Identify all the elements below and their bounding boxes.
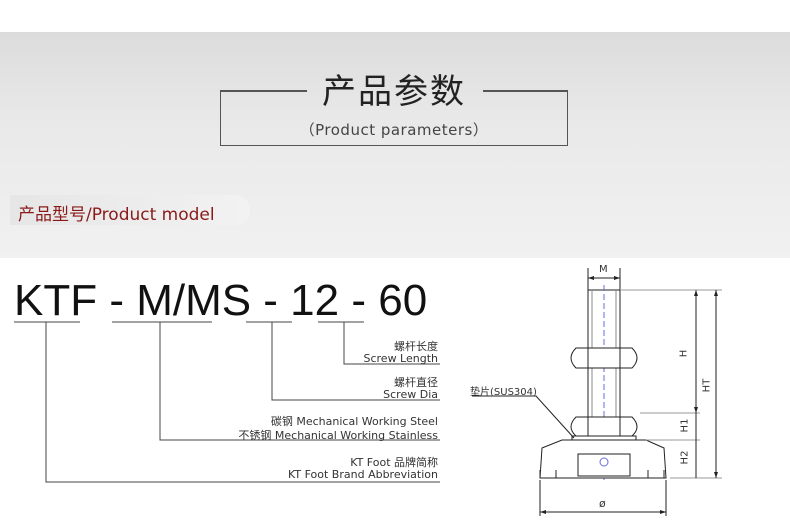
screw-dia-en: Screw Dia	[383, 388, 438, 401]
washer-label: 垫片(SUS304)	[470, 387, 537, 398]
screw-length-en: Screw Length	[363, 352, 438, 365]
screw-dia-cn: 螺杆直径	[394, 376, 438, 389]
carbon-steel-label: 碳钢 Mechanical Working Steel	[270, 415, 438, 428]
screw-length-cn: 螺杆长度	[394, 340, 438, 353]
title-frame	[220, 90, 568, 146]
brand-cn: KT Foot 品牌简称	[350, 456, 438, 469]
stainless-label: 不锈钢 Mechanical Working Stainless	[238, 429, 438, 442]
dim-diameter: ø	[599, 497, 606, 510]
dim-h2: H2	[679, 450, 691, 465]
model-code: KTF - M/MS - 12 - 60	[14, 276, 428, 325]
brand-en: KT Foot Brand Abbreviation	[288, 468, 438, 481]
top-band	[0, 0, 790, 32]
dim-h1: H1	[679, 418, 691, 433]
section-subtitle: （Product parameters）	[299, 121, 489, 139]
section-title: 产品参数	[322, 72, 466, 112]
product-model-tag: 产品型号/Product model	[10, 195, 250, 225]
dim-h: H	[678, 349, 690, 358]
dim-m: M	[599, 264, 608, 275]
product-model-label: 产品型号/Product model	[18, 205, 215, 225]
dim-ht: HT	[701, 378, 713, 393]
